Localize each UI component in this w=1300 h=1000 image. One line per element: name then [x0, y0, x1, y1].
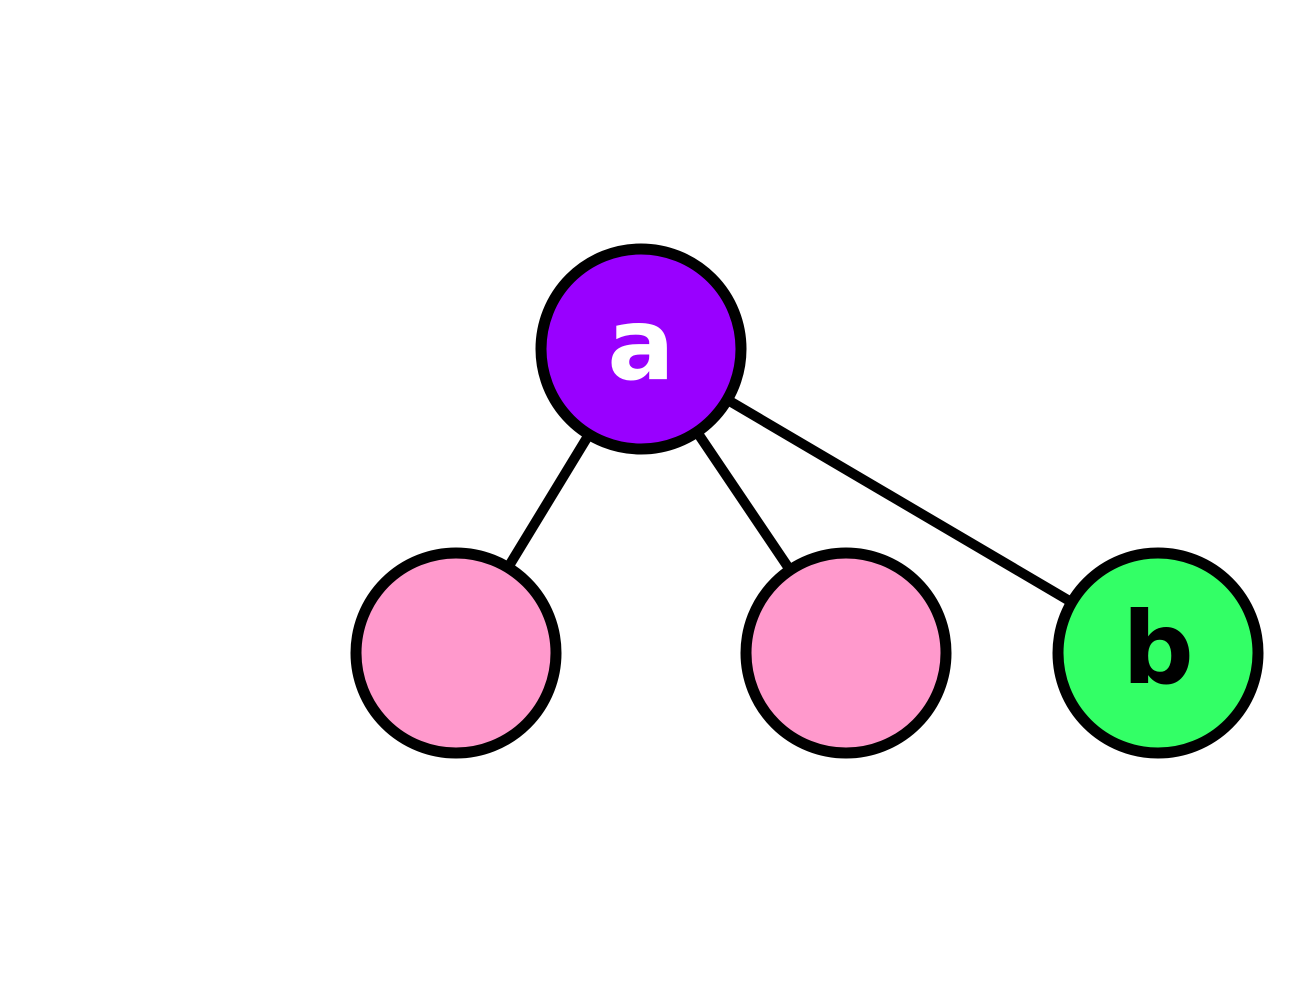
- node-circle: [350, 547, 562, 759]
- node-c2: [740, 547, 952, 759]
- node-b: b: [1052, 547, 1264, 759]
- node-circle: [1052, 547, 1264, 759]
- node-c1: [350, 547, 562, 759]
- node-circle: [740, 547, 952, 759]
- node-label: b: [1122, 590, 1194, 707]
- node-label: a: [607, 286, 674, 403]
- node-circle: [535, 243, 747, 455]
- node-a: a: [535, 243, 747, 455]
